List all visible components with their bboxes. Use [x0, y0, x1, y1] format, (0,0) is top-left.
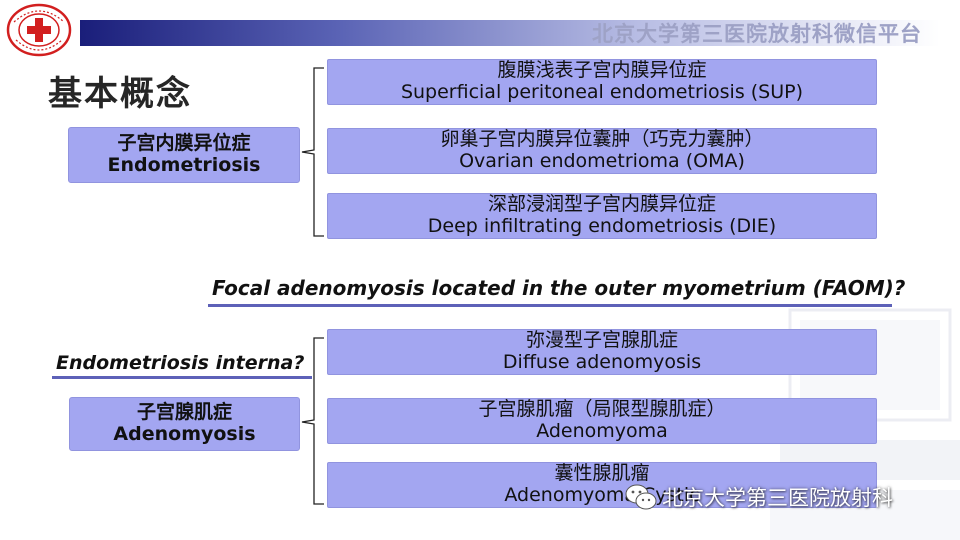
faom-question: Focal adenomyosis located in the outer m… [212, 276, 906, 300]
sup-zh: 腹膜浅表子宫内膜异位症 [497, 59, 707, 82]
die-zh: 深部浸润型子宫内膜异位症 [487, 193, 716, 216]
adenomyoma-en: Adenomyoma [536, 420, 668, 442]
page-title: 基本概念 [48, 74, 192, 114]
wechat-icon [625, 484, 657, 510]
diffuse-zh: 弥漫型子宫腺肌症 [525, 329, 678, 352]
endometriosis-box: 子宫内膜异位症 Endometriosis [68, 127, 300, 183]
header-title: 北京大学第三医院放射科微信平台 [592, 22, 922, 46]
faom-underline [208, 304, 892, 307]
adenomyosis-en: Adenomyosis [113, 423, 256, 445]
endometriosis-zh: 子宫内膜异位症 [117, 132, 251, 155]
diffuse-adenomyosis-box: 弥漫型子宫腺肌症 Diffuse adenomyosis [327, 329, 877, 375]
endometriosis-en: Endometriosis [107, 154, 261, 176]
oma-zh: 卵巢子宫内膜异位囊肿（巧克力囊肿） [440, 128, 764, 151]
header-bar [80, 20, 940, 46]
die-en: Deep infiltrating endometriosis (DIE) [427, 215, 777, 237]
interna-underline [52, 376, 312, 379]
cystic-adenomyoma-box: 囊性腺肌瘤 Adenomyoma Cystic [327, 462, 877, 508]
cystic-zh: 囊性腺肌瘤 [554, 462, 650, 485]
sup-box: 腹膜浅表子宫内膜异位症 Superficial peritoneal endom… [327, 59, 877, 105]
watermark-text: 北京大学第三医院放射科 [662, 486, 893, 510]
watermark: 北京大学第三医院放射科 [624, 480, 893, 514]
hospital-logo-icon [6, 3, 72, 57]
adenomyosis-zh: 子宫腺肌症 [136, 401, 232, 424]
sup-en: Superficial peritoneal endometriosis (SU… [400, 81, 804, 103]
interna-question: Endometriosis interna? [56, 352, 305, 374]
oma-box: 卵巢子宫内膜异位囊肿（巧克力囊肿） Ovarian endometrioma (… [327, 128, 877, 174]
adenomyoma-box: 子宫腺肌瘤（局限型腺肌症） Adenomyoma [327, 398, 877, 444]
adenomyoma-zh: 子宫腺肌瘤（局限型腺肌症） [478, 398, 726, 421]
die-box: 深部浸润型子宫内膜异位症 Deep infiltrating endometri… [327, 193, 877, 239]
oma-en: Ovarian endometrioma (OMA) [459, 150, 745, 172]
bracket-group2 [301, 337, 324, 505]
bracket-group1 [301, 67, 324, 237]
adenomyosis-box: 子宫腺肌症 Adenomyosis [69, 397, 300, 451]
diffuse-en: Diffuse adenomyosis [502, 351, 702, 373]
